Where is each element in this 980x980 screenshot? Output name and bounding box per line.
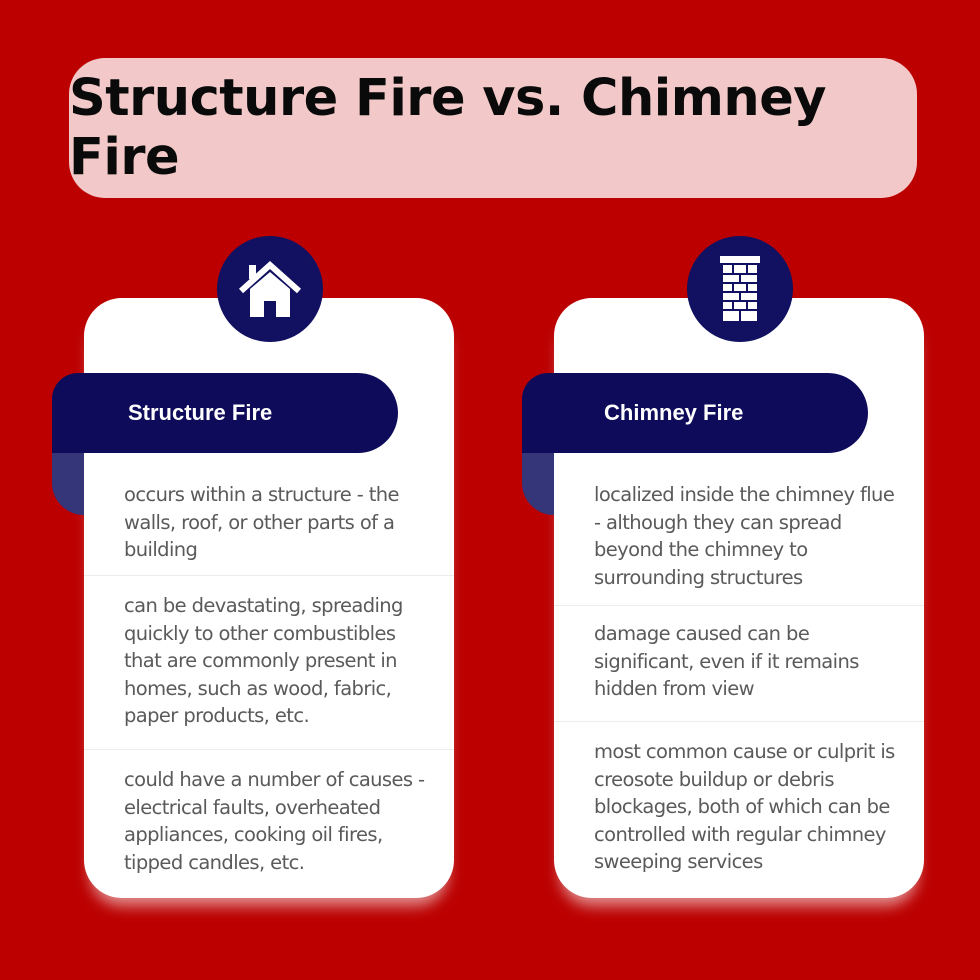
list-item: most common cause or culprit is creosote…: [594, 740, 895, 873]
structure-fire-heading-label: Structure Fire: [128, 400, 273, 425]
ribbon-fold: [52, 453, 84, 515]
list-item: can be devastating, spreading quickly to…: [84, 576, 454, 750]
page-title: Structure Fire vs. Chimney Fire: [69, 69, 827, 187]
title-banner: Structure Fire vs. Chimney Fire: [69, 58, 917, 198]
list-item: damage caused can be significant, even i…: [554, 606, 924, 722]
chimney-icon-badge: [687, 236, 793, 342]
house-icon: [238, 260, 302, 317]
chimney-fire-heading-label: Chimney Fire: [604, 400, 744, 425]
structure-fire-heading: Structure Fire: [52, 373, 398, 453]
structure-fire-list: occurs within a structure - the walls, r…: [84, 476, 454, 876]
chimney-fire-list: localized inside the chimney flue - alth…: [554, 476, 924, 876]
chimney-fire-heading: Chimney Fire: [522, 373, 868, 453]
ribbon-fold: [522, 453, 554, 515]
list-item: occurs within a structure - the walls, r…: [84, 476, 454, 576]
list-item: localized inside the chimney flue - alth…: [554, 476, 924, 606]
list-item: could have a number of causes - electric…: [124, 768, 425, 874]
chimney-icon: [720, 256, 760, 321]
house-icon-badge: [217, 236, 323, 342]
